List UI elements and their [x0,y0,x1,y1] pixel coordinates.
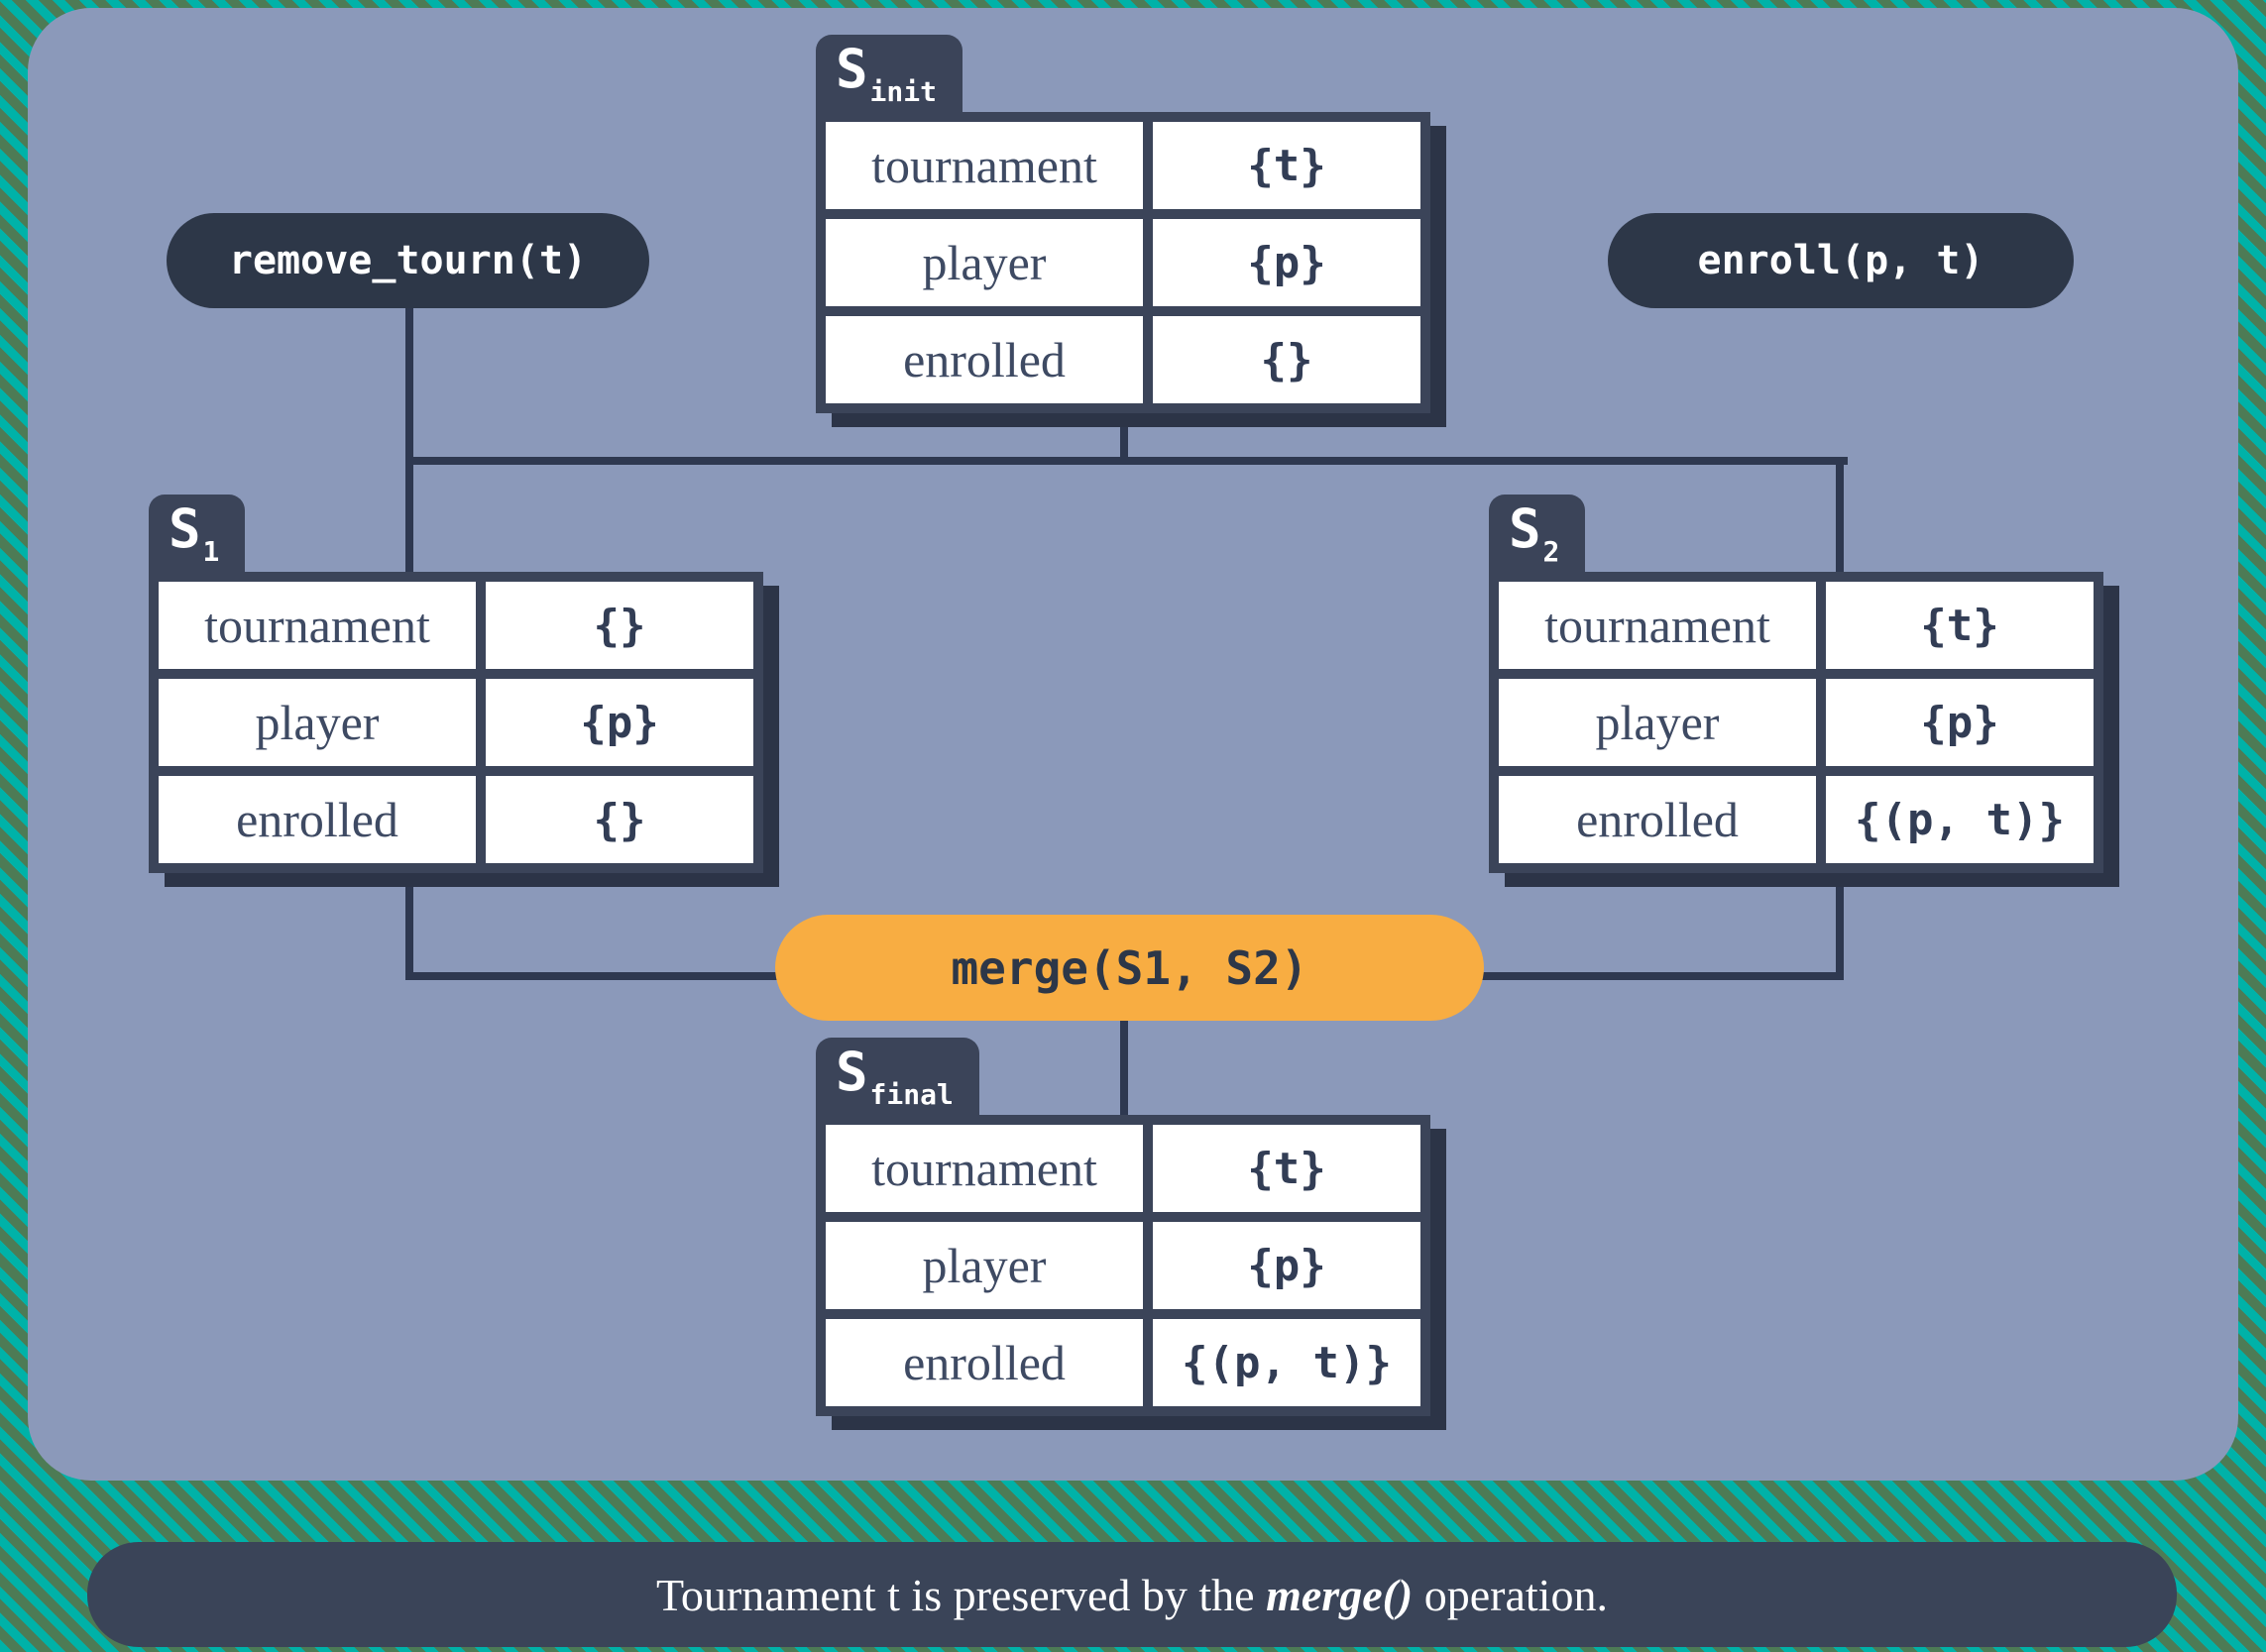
connector-line-merge-drop [1120,1011,1128,1120]
state-table-s-init: S init tournament {t} player {p} enrolle… [816,35,1430,413]
table-tab-s-init: S init [816,35,963,112]
table-subscript: 1 [202,535,220,568]
remove-tourn-operation: remove_tourn(t) [167,213,649,308]
row-value: {p} [486,679,753,766]
state-table-s1: S 1 tournament {} player {p} enrolled {} [149,495,763,873]
table-tab-s1: S 1 [149,495,246,572]
state-table-s2: S 2 tournament {t} player {p} enrolled {… [1489,495,2103,873]
row-value: {} [486,582,753,669]
row-value: {(p, t)} [1153,1319,1420,1406]
row-value: {p} [1153,1222,1420,1309]
row-label: enrolled [1499,776,1816,863]
connector-line-merge-right [1477,972,1844,980]
state-table-grid: S init tournament {t} player {p} enrolle… [816,35,1430,413]
row-value: {(p, t)} [1826,776,2094,863]
table-name: S [1509,497,1541,560]
table-tab-s-final: S final [816,1038,979,1115]
table-name: S [169,497,201,560]
connector-line-merge-left [405,972,782,980]
row-value: {p} [1826,679,2094,766]
row-value: {} [486,776,753,863]
table-name: S [836,38,868,100]
row-label: enrolled [826,316,1143,403]
row-label: enrolled [826,1319,1143,1406]
table-tab-s2: S 2 [1489,495,1586,572]
row-label: tournament [826,1125,1143,1212]
caption-text-after: operation. [1413,1569,1608,1620]
connector-line-sinit-drop [1120,406,1128,465]
table-subscript: init [869,75,937,108]
row-value: {} [1153,316,1420,403]
state-table-grid: S final tournament {t} player {p} enroll… [816,1038,1430,1416]
row-value: {p} [1153,219,1420,306]
caption-merge-highlight: merge() [1266,1569,1414,1620]
state-table-grid: S 1 tournament {} player {p} enrolled {} [149,495,763,873]
row-value: {t} [1153,122,1420,209]
state-table-s-final: S final tournament {t} player {p} enroll… [816,1038,1430,1416]
enroll-operation: enroll(p, t) [1608,213,2074,308]
table-name: S [836,1041,868,1103]
row-label: player [826,219,1143,306]
caption-text-before: Tournament t is preserved by the [656,1569,1267,1620]
state-table-grid: S 2 tournament {t} player {p} enrolled {… [1489,495,2103,873]
row-label: player [1499,679,1816,766]
table-subscript: final [869,1078,954,1111]
row-label: enrolled [159,776,476,863]
connector-line-remove-drop [405,302,413,465]
row-label: tournament [826,122,1143,209]
merge-operation: merge(S1, S2) [775,915,1484,1021]
row-value: {t} [1153,1125,1420,1212]
row-label: tournament [159,582,476,669]
row-label: tournament [1499,582,1816,669]
row-value: {t} [1826,582,2094,669]
caption-bar: Tournament t is preserved by the merge()… [87,1542,2177,1647]
row-label: player [159,679,476,766]
table-subscript: 2 [1542,535,1560,568]
row-label: player [826,1222,1143,1309]
